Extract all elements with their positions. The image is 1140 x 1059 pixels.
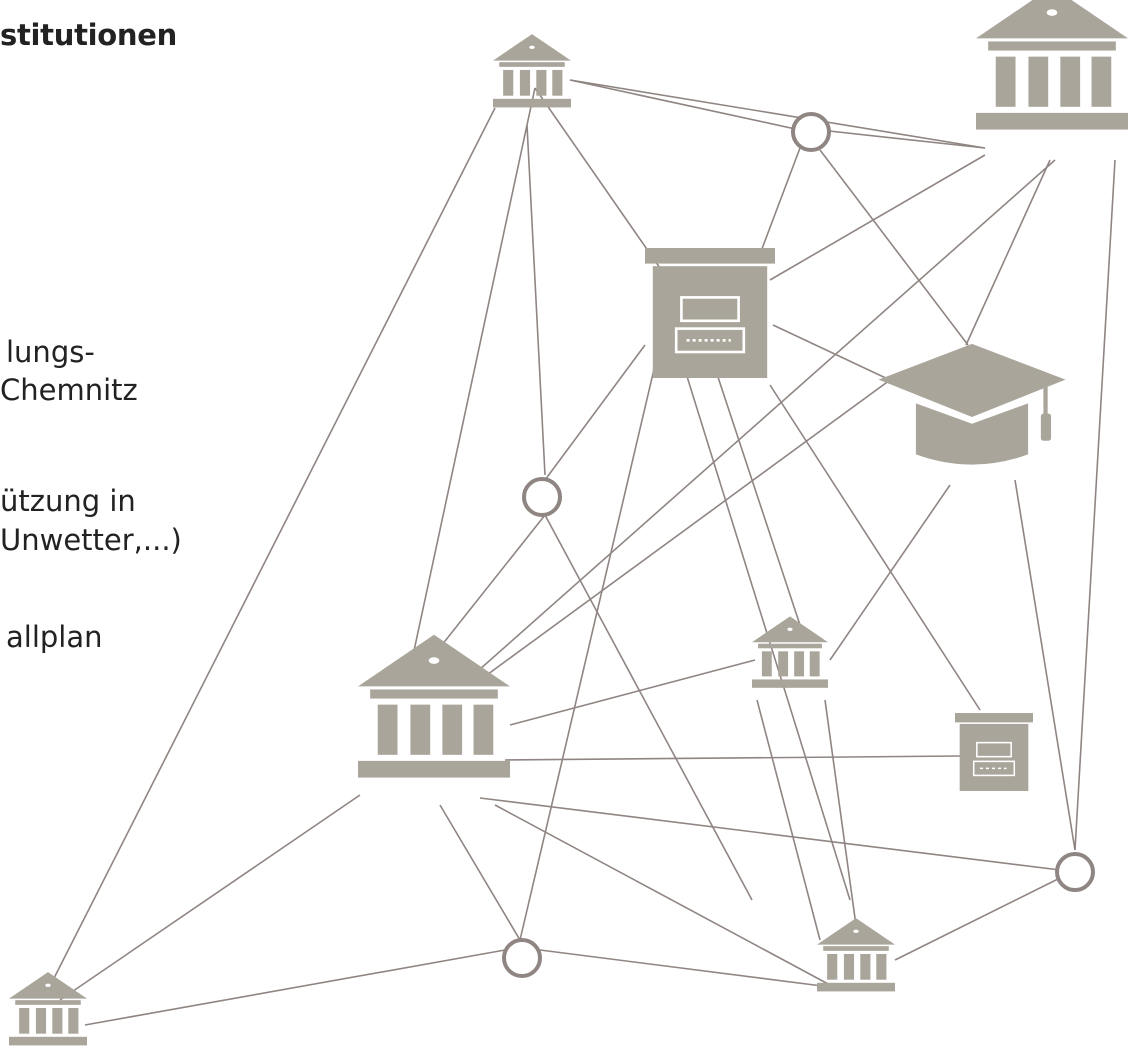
network-edge (509, 659, 756, 726)
museum-icon (493, 34, 571, 108)
text-panel: stitutionen lungs- Chemnitz ützung in Un… (0, 0, 360, 700)
network-edge (819, 149, 969, 346)
network-edge (479, 797, 1061, 871)
text-line-2: Chemnitz (0, 373, 138, 407)
network-edge (894, 877, 1061, 961)
network-edge (1074, 159, 1116, 851)
network-hub-node (791, 112, 831, 152)
network-edges (47, 79, 1116, 1026)
museum-icon (752, 616, 828, 688)
museum-icon (976, 0, 1128, 130)
text-line-4: Unwetter,...) (0, 523, 182, 557)
network-hub-node (522, 477, 562, 517)
network-edge (714, 367, 801, 626)
network-edge (479, 379, 891, 681)
network-edge (769, 384, 981, 711)
museum-icon (817, 918, 895, 992)
network-edge (756, 699, 821, 941)
network-edge (411, 124, 528, 661)
network-edge (429, 514, 546, 661)
network-edge (534, 87, 661, 269)
network-edge (829, 484, 951, 661)
network-edge (539, 949, 831, 988)
network-edge (439, 804, 521, 941)
graduation-cap-icon (878, 343, 1066, 465)
museum-icon (9, 972, 87, 1046)
network-edge (84, 949, 506, 1026)
network-edge (519, 364, 656, 941)
text-line-5: allplan (6, 620, 103, 654)
slide-title: stitutionen (0, 18, 177, 52)
museum-icon (358, 634, 510, 778)
network-edge (544, 514, 753, 901)
network-edge (819, 129, 986, 149)
network-edge (965, 159, 1051, 346)
archive-box-icon (645, 248, 775, 378)
network-edge (47, 107, 496, 991)
network-hub-node (502, 938, 542, 978)
network-edge (526, 124, 546, 476)
network-icons (9, 0, 1128, 1046)
network-hubs (502, 112, 1095, 978)
network-edge (569, 79, 986, 149)
network-edge (504, 755, 961, 761)
network-edge (544, 344, 646, 481)
network-edge (569, 79, 801, 131)
network-edge (756, 147, 801, 263)
network-edge (461, 159, 1056, 686)
text-line-1: lungs- (6, 335, 95, 369)
network-edge (769, 154, 986, 281)
network-hub-node (1055, 852, 1095, 892)
text-line-3: ützung in (0, 484, 136, 518)
network-edge (59, 794, 361, 1001)
network-edge (824, 699, 859, 941)
network-edge (772, 324, 891, 381)
network-edge (494, 804, 831, 986)
archive-box-icon (955, 713, 1033, 791)
network-edge (1014, 479, 1076, 851)
